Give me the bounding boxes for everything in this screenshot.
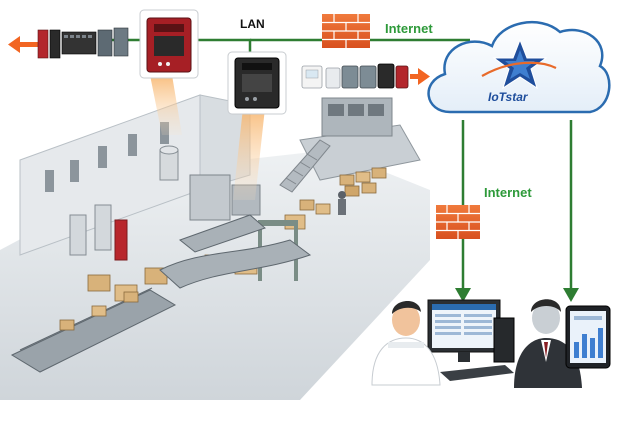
arrow-right-orange bbox=[410, 68, 430, 85]
mezzanine bbox=[279, 97, 421, 193]
firewall-icon-lower bbox=[436, 205, 480, 239]
star-logo-icon bbox=[481, 38, 557, 90]
cloud-brand-label: IoTstar bbox=[488, 90, 529, 104]
arrow-down-left bbox=[455, 288, 471, 302]
conveyor-belts bbox=[10, 214, 312, 373]
controller-red-icon bbox=[139, 9, 199, 79]
beam-red-controller bbox=[150, 75, 182, 135]
controller-black-icon bbox=[227, 51, 287, 115]
firewall-icon bbox=[322, 14, 370, 48]
factory-worker bbox=[338, 191, 346, 215]
beam-black-controller bbox=[233, 108, 265, 200]
lan-label: LAN bbox=[240, 17, 265, 31]
arrow-down-right bbox=[563, 288, 579, 302]
io-module-row bbox=[37, 27, 129, 59]
manager-icon bbox=[514, 299, 611, 388]
factory-illustration bbox=[0, 94, 430, 400]
internet-label-top: Internet bbox=[385, 21, 433, 36]
sensor-device-row bbox=[301, 63, 409, 89]
operator-icon bbox=[371, 299, 515, 386]
cloud-icon: IoTstar bbox=[427, 20, 611, 114]
arrow-left-orange bbox=[8, 36, 38, 53]
internet-label-mid: Internet bbox=[484, 185, 532, 200]
